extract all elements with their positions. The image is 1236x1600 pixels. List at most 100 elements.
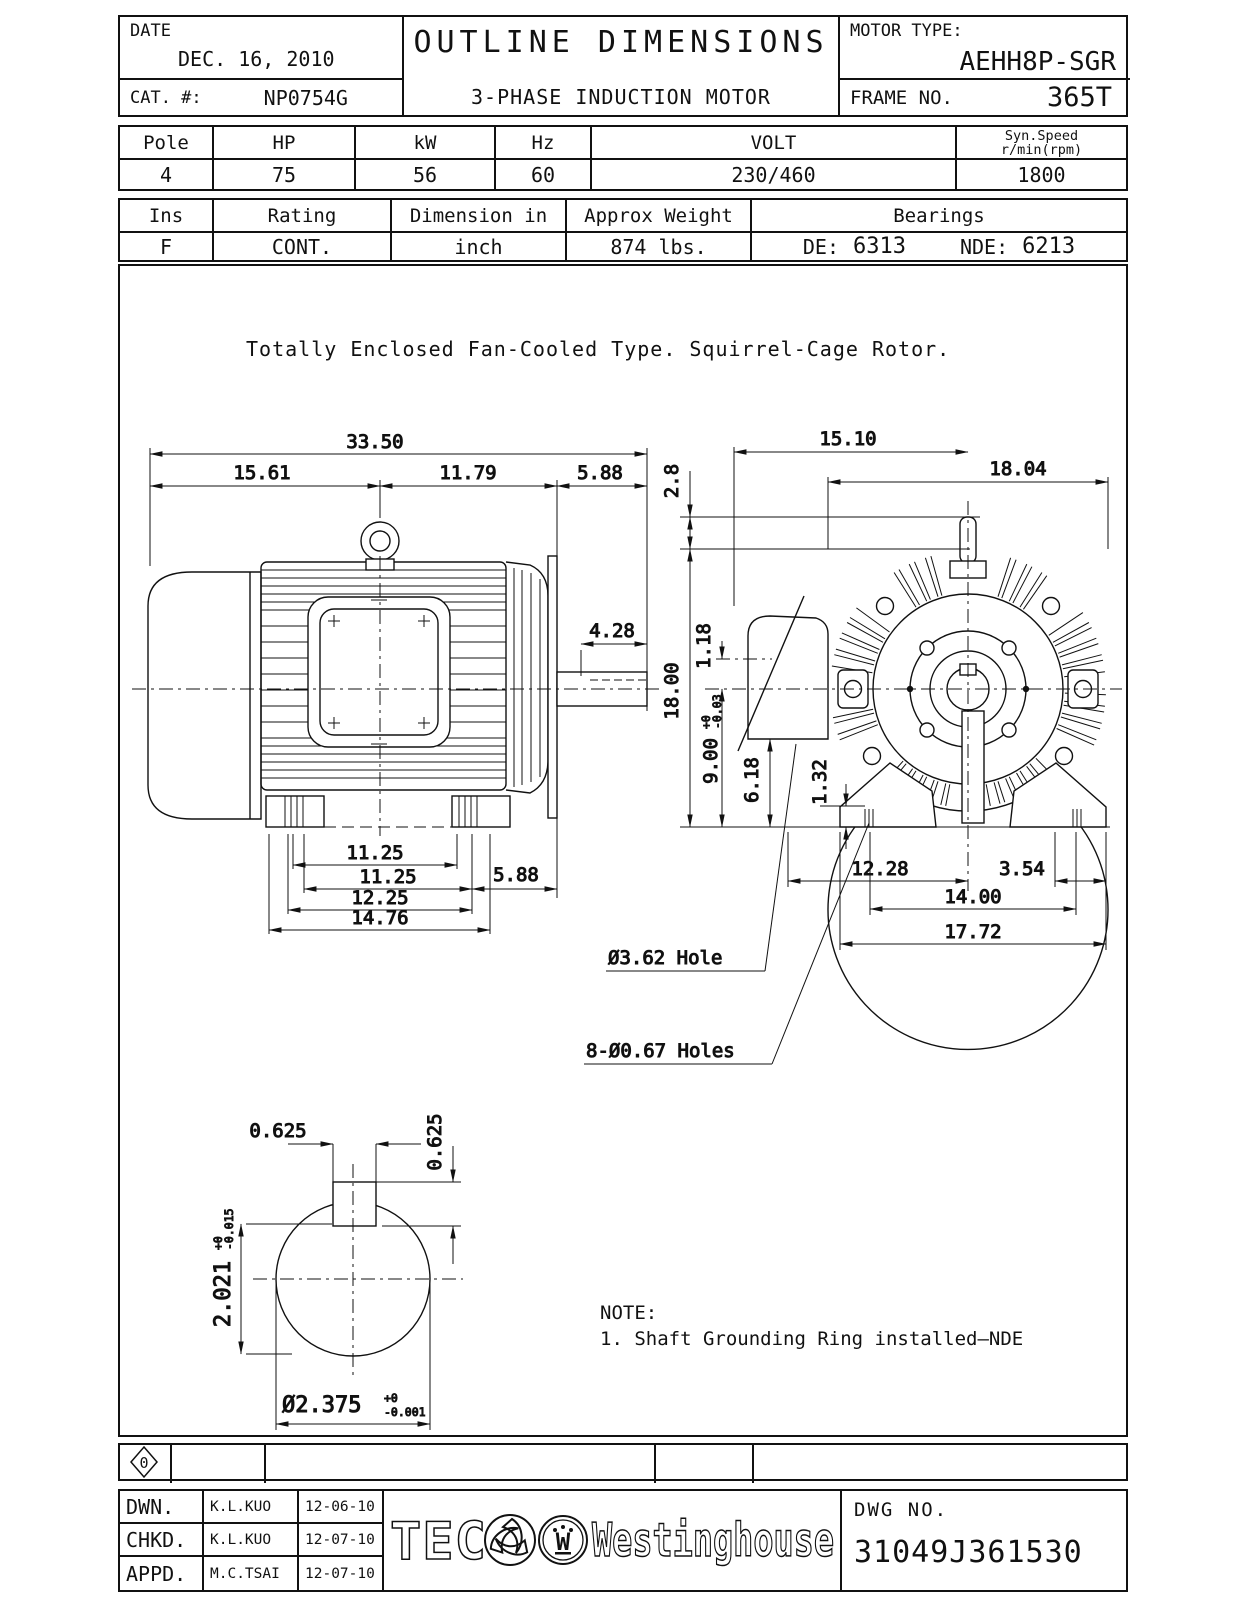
dim-shaft-ext: 4.28	[589, 620, 635, 642]
col-header-kw: kW	[356, 127, 496, 160]
frame-no-value: 365T	[1046, 82, 1112, 113]
chkd-name: K.L.KUO	[204, 1524, 299, 1557]
col-header-volt: VOLT	[592, 127, 957, 160]
dim-side-left: 15.61	[233, 462, 290, 484]
dwn-name: K.L.KUO	[204, 1491, 299, 1524]
hole-callouts: Ø3.62 Hole 8-Ø0.67 Holes	[584, 743, 870, 1065]
de-value: 6313	[852, 234, 906, 259]
terminal-box-cover	[307, 596, 451, 748]
revision-cell-4	[656, 1445, 754, 1483]
westinghouse-mark-icon: W	[538, 1514, 588, 1565]
note-line-1: 1. Shaft Grounding Ring installed–NDE	[600, 1328, 1023, 1350]
dim-end-v-a: 2.8	[661, 464, 683, 498]
motor-end-view	[680, 501, 1122, 1051]
title-header-block: DATE DEC. 16, 2010 CAT. #: NP0754G OUTLI…	[118, 15, 1130, 117]
dim-key-height-tol-minus: -0.015	[222, 1208, 236, 1250]
dim-end-bot-d: 17.72	[944, 921, 1001, 943]
dim-side-overall: 33.50	[346, 431, 403, 453]
revision-diamond-icon: 0	[130, 1445, 158, 1479]
drawing-area: Totally Enclosed Fan-Cooled Type. Squirr…	[118, 264, 1128, 1437]
motor-type-label: MOTOR TYPE:	[850, 21, 963, 41]
dim-key-height: 2.021	[211, 1261, 236, 1327]
dim-side-mid: 11.79	[439, 462, 496, 484]
chkd-date: 12-07-10	[299, 1524, 384, 1557]
motor-side-view	[132, 521, 660, 836]
title-block: DWN. K.L.KUO 12-06-10 CHKD. K.L.KUO 12-0…	[118, 1489, 1128, 1592]
frame-fins	[261, 569, 506, 779]
date-value: DEC. 16, 2010	[178, 47, 335, 71]
motor-type-value: AEHH8P-SGR	[959, 47, 1116, 77]
col-header-hp: HP	[214, 127, 356, 160]
dim-foot-e: 5.88	[493, 864, 539, 886]
company-logo: TEC W Westinghouse	[384, 1491, 842, 1590]
dim-end-v-d: 9.00	[700, 738, 722, 784]
syn-speed-line2: r/min(rpm)	[1000, 141, 1083, 158]
key-block	[332, 1181, 377, 1227]
terminal-box-end	[737, 595, 829, 752]
ratings-table: Pole HP kW Hz VOLT Syn.Speed r/min(rpm) …	[118, 125, 1128, 191]
sheet-title: OUTLINE DIMENSIONS	[413, 25, 829, 60]
dim-shaft-dia-tol-minus: -0.001	[384, 1405, 426, 1419]
westinghouse-w: W	[556, 1528, 571, 1556]
revision-mark-cell: 0	[120, 1445, 172, 1483]
col-header-ins: Ins	[120, 200, 214, 233]
appd-name: M.C.TSAI	[204, 1557, 299, 1590]
date-cell: DATE DEC. 16, 2010	[120, 17, 402, 80]
callout-big-hole: Ø3.62 Hole	[608, 947, 722, 969]
col-header-dimension: Dimension in	[392, 200, 567, 233]
bearings-value: DE: 6313 NDE: 6213	[752, 233, 1126, 260]
volt-value: 230/460	[592, 160, 957, 189]
date-label: DATE	[130, 21, 171, 41]
revision-cell-2	[172, 1445, 266, 1483]
dim-end-v-c: 18.00	[661, 662, 683, 719]
dim-end-v-b: 1.18	[693, 623, 715, 669]
kw-value: 56	[356, 160, 496, 189]
construction-description: Totally Enclosed Fan-Cooled Type. Squirr…	[246, 337, 950, 361]
motor-type-cell: MOTOR TYPE: AEHH8P-SGR	[840, 17, 1130, 80]
col-header-pole: Pole	[120, 127, 214, 160]
drive-end-bracket	[505, 555, 558, 819]
dim-end-bot-c: 14.00	[944, 886, 1001, 908]
weight-value: 874 lbs.	[567, 233, 752, 260]
dim-key-height-group: 2.021 +0 -0.015	[211, 1208, 237, 1328]
pole-value: 4	[120, 160, 214, 189]
mounting-lugs	[837, 596, 1099, 803]
dwg-no-label: DWG NO.	[854, 1499, 949, 1521]
catalog-value: NP0754G	[263, 85, 348, 110]
revision-mark: 0	[139, 1454, 148, 1472]
dim-end-v-d-tol-plus: +0	[699, 715, 713, 729]
frame-no-label: FRAME NO.	[850, 86, 953, 109]
dim-end-top-a: 15.10	[819, 428, 876, 450]
end-view-dimensions: 15.10 18.04 2.8 18.00 1.18 9.00 +0 -0.03…	[661, 428, 1109, 950]
dim-key-height-tol-plus: +0	[211, 1236, 225, 1250]
dim-end-v-e: 6.18	[741, 757, 763, 803]
syn-speed-value: 1800	[1017, 162, 1066, 187]
dwg-no-cell: DWG NO. 31049J361530	[842, 1491, 1126, 1590]
shaft-key-detail	[253, 1164, 463, 1378]
col-header-hz: Hz	[496, 127, 592, 160]
dim-foot-d: 14.76	[351, 907, 408, 929]
logo-westinghouse-text: Westinghouse	[592, 1513, 834, 1567]
dim-end-v-d-tol-minus: -0.03	[710, 694, 724, 729]
base-column	[961, 710, 985, 824]
dim-side-right: 5.88	[577, 462, 623, 484]
catalog-label: CAT. #:	[130, 87, 202, 108]
dim-key-depth: 0.625	[424, 1113, 446, 1170]
ins-value: F	[120, 233, 214, 260]
dim-end-bot-a: 12.28	[851, 858, 908, 880]
dim-shaft-dia-tol-plus: +0	[384, 1391, 398, 1405]
header-left-column: DATE DEC. 16, 2010 CAT. #: NP0754G	[120, 17, 404, 115]
de-label: DE:	[802, 234, 839, 259]
dwg-no-value: 31049J361530	[854, 1535, 1083, 1570]
mounting-feet-side	[265, 795, 511, 828]
note-block: NOTE: 1. Shaft Grounding Ring installed–…	[600, 1302, 1023, 1350]
dim-end-bot-b: 3.54	[999, 858, 1045, 880]
details-table: Ins Rating Dimension in Approx Weight Be…	[118, 198, 1128, 262]
callout-small-holes: 8-Ø0.67 Holes	[586, 1040, 735, 1062]
hp-value: 75	[214, 160, 356, 189]
outline-drawing: Totally Enclosed Fan-Cooled Type. Squirr…	[132, 337, 1122, 1430]
header-title-cell: OUTLINE DIMENSIONS 3-PHASE INDUCTION MOT…	[404, 17, 840, 115]
dim-foot-a: 11.25	[346, 842, 403, 864]
revision-cell-3	[266, 1445, 656, 1483]
appd-label: APPD.	[120, 1557, 204, 1590]
